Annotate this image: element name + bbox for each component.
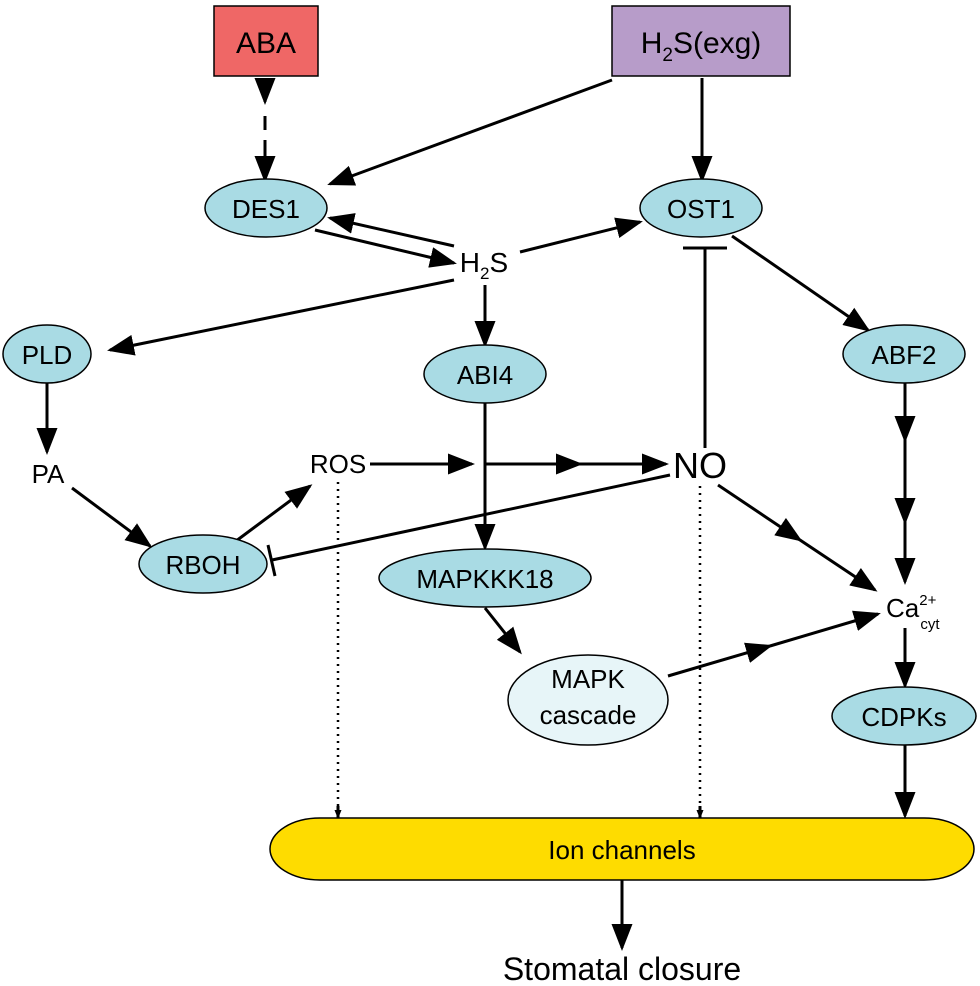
ion-channels-label: Ion channels [548,835,695,865]
edge-ost1-abf2 [731,234,871,332]
edge-h2sexg-des1 [327,78,613,186]
edges [36,78,916,951]
pld-ellipse [2,324,92,384]
node-abi4: ABI4 [423,344,547,404]
edge-des1-h2s [314,228,457,268]
edge-no-inhibits-rboh-bar [266,544,277,577]
edge-h2s-pld [107,278,455,356]
node-stomatal-closure: Stomatal closure [503,951,741,986]
node-rboh: RBOH [138,534,268,594]
node-h2s: H2S [460,247,508,283]
node-mapk-cascade: MAPK cascade [507,654,669,746]
ost1-ellipse [639,178,763,238]
node-pld: PLD [2,324,92,384]
h2s-exg-label: H2S(exg) [641,27,762,66]
mapkkk18-label: MAPKKK18 [416,564,553,594]
edge-no-inhibits-rboh [271,473,671,562]
ion-channels-shape [269,817,975,881]
pld-label: PLD [22,340,73,370]
node-pa: PA [32,459,65,489]
no-label: NO [673,445,727,486]
edge-no-ca-b [799,538,878,592]
edge-mapkkk18-mapk [483,607,522,655]
edge-rboh-ros [231,484,313,546]
ca-label: Ca2+cyt [886,592,940,633]
edge-pa-rboh [71,486,153,548]
node-h2s-exg: H2S(exg) [611,5,791,77]
abf2-label: ABF2 [871,340,936,370]
mapk-label-line2: cascade [540,700,637,730]
pa-label: PA [32,459,65,489]
stomatal-closure-label: Stomatal closure [503,951,741,986]
edge-mapk-ca-b [769,610,881,648]
abf2-ellipse [842,324,966,384]
edge-h2s-des1 [327,213,455,248]
edge-no-ca [717,483,803,542]
mapk-ellipse [507,654,669,746]
edge-mapk-ca [667,642,773,678]
node-ca: Ca2+cyt [886,592,940,633]
abi4-label: ABI4 [457,360,513,390]
node-ost1: OST1 [639,178,763,238]
node-abf2: ABF2 [842,324,966,384]
node-ros: ROS [310,449,366,479]
node-ion-channels: Ion channels [269,817,975,881]
cdpks-label: CDPKs [861,702,946,732]
rboh-ellipse [138,534,268,594]
abi4-ellipse [423,344,547,404]
node-des1: DES1 [204,178,328,238]
rboh-label: RBOH [165,550,240,580]
aba-label: ABA [236,27,296,60]
edge-h2s-ost1 [519,217,643,254]
node-no: NO [673,445,727,486]
h2s-label: H2S [460,247,508,283]
h2s-exg-box [611,5,791,77]
ost1-label: OST1 [667,194,735,224]
cdpks-ellipse [831,686,977,746]
mapkkk18-ellipse [378,548,592,608]
des1-ellipse [204,178,328,238]
node-cdpks: CDPKs [831,686,977,746]
mapk-label-line1: MAPK [551,664,625,694]
des1-label: DES1 [232,194,300,224]
node-mapkkk18: MAPKKK18 [378,548,592,608]
aba-box [213,5,319,77]
node-aba: ABA [213,5,319,77]
ros-label: ROS [310,449,366,479]
